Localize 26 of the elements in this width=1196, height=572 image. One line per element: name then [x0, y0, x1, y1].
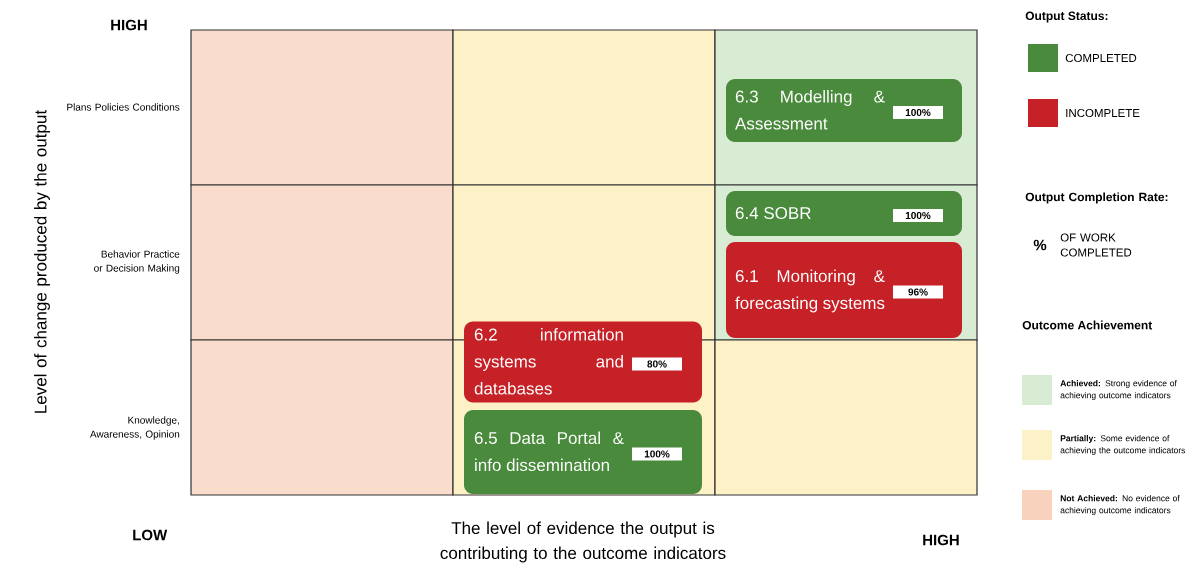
- percent-sign: %: [1033, 239, 1047, 251]
- axis-end-label: HIGH: [923, 534, 959, 546]
- legend-label: Partially: Some evidence of achieving the outcome indicators: [1060, 435, 1186, 455]
- row-label: Behavior Practice or Decision Making: [94, 250, 180, 274]
- percentage-badge: 100%: [632, 447, 682, 461]
- output-box: 6.5 Data Portal & info dissemination 100%: [464, 410, 702, 494]
- output-box: 6.2 information systems and databases 80%: [464, 321, 702, 403]
- axis-end-label: HIGH: [111, 19, 147, 31]
- legend-label: INCOMPLETE: [1066, 108, 1140, 118]
- output-box: 6.4 SOBR 100%: [726, 191, 962, 236]
- axis-end-label: LOW: [133, 529, 168, 541]
- output-box: 6.1 Monitoring & forecasting systems 96%: [726, 242, 962, 338]
- legend-label: Achieved: Strong evidence of achieving outcome indicators: [1060, 380, 1177, 400]
- legend-label: Not Achieved: No evidence of achieving outcome indicators: [1060, 495, 1180, 515]
- axis-title: Level of change produced by the output: [34, 110, 50, 413]
- legend-note: OF WORK COMPLETED: [1060, 233, 1132, 257]
- output-box: 6.3 Modelling & Assessment 100%: [726, 79, 962, 142]
- legend-title: Output Status:: [1025, 11, 1108, 23]
- axis-title: The level of evidence the output is contributing to the outcome indicators: [440, 521, 726, 563]
- percentage-badge: 96%: [893, 285, 943, 299]
- legend-title: Output Completion Rate:: [1025, 192, 1168, 204]
- row-label: Knowledge, Awareness, Opinion: [89, 416, 180, 440]
- percentage-badge: 80%: [632, 357, 682, 371]
- legend-label: COMPLETED: [1065, 53, 1137, 63]
- legend-title: Outcome Achievement: [1022, 320, 1153, 330]
- row-label: Plans Policies Conditions: [67, 103, 180, 111]
